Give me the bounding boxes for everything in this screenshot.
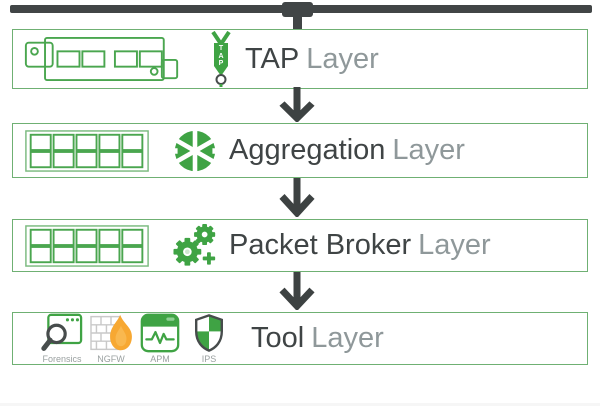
tool-apm: APM — [137, 313, 183, 364]
tap-point — [282, 2, 313, 17]
tool-label: IPS — [201, 354, 217, 364]
tap-pin-text: T A P — [218, 45, 224, 67]
down-arrow-icon — [279, 178, 315, 217]
aggregation-layer-title-secondary: Layer — [392, 134, 465, 166]
aggregation-layer-title-primary: Aggregation — [229, 134, 386, 166]
port-grid-icon — [25, 224, 149, 267]
port-grid-icon — [25, 129, 149, 172]
tool-forensics: Forensics — [39, 313, 85, 364]
tap-connector — [293, 16, 302, 30]
tool-layer-title-secondary: Layer — [311, 322, 384, 354]
tool-label: APM — [150, 354, 170, 364]
forensics-icon — [41, 313, 83, 351]
tap-pin-icon: T A P — [209, 30, 233, 87]
tap-module-icon — [24, 36, 179, 82]
tool-layer-title-primary: Tool — [251, 322, 305, 354]
tool-ngfw: NGFW — [88, 313, 134, 364]
ips-icon — [195, 314, 223, 352]
bottom-edge-strip — [0, 403, 600, 406]
aggregation-icon — [173, 129, 217, 172]
tool-icons-row: Forensics — [39, 313, 235, 364]
down-arrow-icon — [279, 87, 315, 122]
ngfw-icon — [90, 314, 132, 351]
tool-label: NGFW — [97, 354, 125, 364]
packet-broker-layer-title-primary: Packet Broker — [229, 229, 412, 261]
tool-layer-box: Forensics — [12, 312, 588, 365]
tap-layer-title-secondary: Layer — [306, 42, 379, 75]
tap-layer-title-primary: TAP — [245, 42, 300, 75]
apm-icon — [140, 313, 180, 353]
tool-ips: IPS — [186, 313, 232, 364]
packet-broker-layer-title-secondary: Layer — [418, 229, 491, 261]
packet-broker-icon — [173, 223, 216, 266]
tool-label: Forensics — [42, 354, 82, 364]
down-arrow-icon — [279, 272, 315, 310]
